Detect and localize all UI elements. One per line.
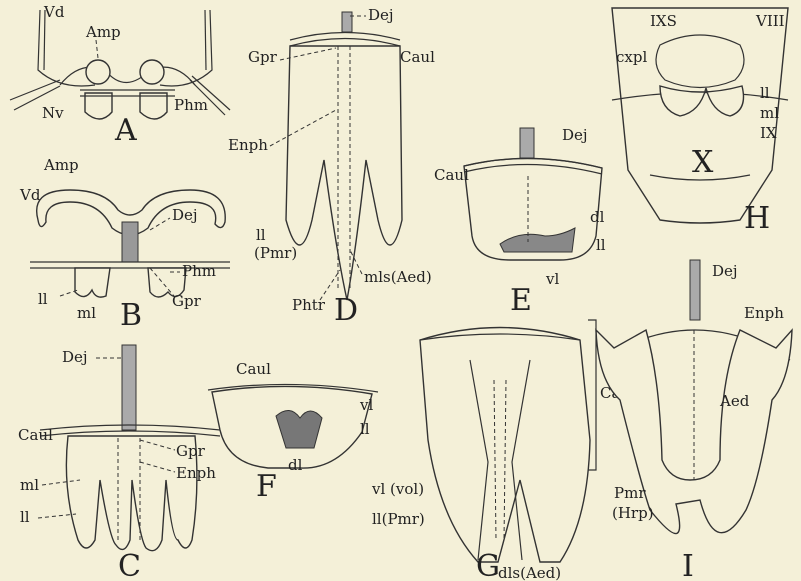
- panel-d-label-gpr: Gpr: [248, 48, 278, 66]
- panel-f-label-dl: dl: [288, 456, 303, 474]
- panel-c-label-ll: ll: [20, 508, 30, 526]
- panel-d-label-ll: ll: [256, 226, 266, 244]
- panel-b-letter: B: [120, 298, 142, 333]
- panel-f-label-ll: ll: [360, 420, 370, 438]
- panel-i-label-pmr: Pmr: [614, 484, 646, 502]
- panel-a-label-nv: Nv: [42, 104, 64, 122]
- panel-d-label-dej: Dej: [368, 6, 394, 24]
- panel-f-letter: F: [256, 469, 277, 504]
- panel-f-label-vl: vl: [359, 396, 373, 414]
- panel-g-label-vl: vl (vol): [371, 480, 424, 498]
- panel-c-label-enph: Enph: [176, 464, 216, 482]
- panel-c-label-ml: ml: [20, 476, 39, 494]
- panel-d-letter: D: [334, 293, 358, 328]
- panel-a-label-amp: Amp: [85, 23, 121, 41]
- panel-d: Dej Gpr Caul Enph ll (Pmr) Phtr mls(Aed)…: [228, 6, 435, 328]
- panel-h-label-x: X: [692, 145, 714, 180]
- panel-d-label-mls: mls(Aed): [364, 268, 432, 286]
- panel-a: Vd Amp Nv Phm A: [10, 3, 230, 148]
- panel-b-label-ml: ml: [77, 304, 96, 322]
- panel-g-label-ll: ll(Pmr): [372, 510, 425, 528]
- panel-e-label-dej: Dej: [562, 126, 588, 144]
- panel-d-label-enph: Enph: [228, 136, 268, 154]
- panel-c-label-gpr: Gpr: [176, 442, 206, 460]
- panel-i-label-hrp: (Hrp): [612, 504, 654, 522]
- panel-f: Caul vl ll dl F: [208, 360, 378, 504]
- panel-b-label-ll: ll: [38, 290, 48, 308]
- panel-a-label-phm: Phm: [174, 96, 208, 114]
- panel-i-letter: I: [682, 549, 694, 581]
- panel-c: Dej Caul Gpr Enph ml ll C: [18, 345, 220, 581]
- panel-e-label-caul: Caul: [434, 166, 469, 184]
- panel-b: Amp Vd Dej Phm ll ml Gpr B: [19, 156, 230, 333]
- panel-h-label-ml: ml: [760, 104, 779, 122]
- panel-b-label-amp: Amp: [43, 156, 79, 174]
- panel-c-label-dej: Dej: [62, 348, 88, 366]
- panel-b-label-vd: Vd: [19, 186, 41, 204]
- panel-b-label-gpr: Gpr: [172, 292, 202, 310]
- panel-a-letter: A: [114, 113, 137, 148]
- panel-i: Dej Enph Aed Pmr (Hrp) I: [596, 260, 792, 581]
- panel-h-label-cxpl: cxpl: [616, 48, 647, 66]
- panel-a-label-vd: Vd: [43, 3, 65, 21]
- panel-i-label-dej: Dej: [712, 262, 738, 280]
- panel-h-label-ix: IX: [760, 124, 777, 142]
- panel-h-label-viii: VIII: [755, 12, 785, 30]
- panel-e-label-vl: vl: [545, 270, 559, 288]
- panel-d-label-pmr: (Pmr): [254, 244, 297, 262]
- panel-i-label-enph: Enph: [744, 304, 784, 322]
- panel-h: IXS VIII cxpl ll ml IX X H: [612, 8, 788, 236]
- panel-e-label-ll: ll: [596, 236, 606, 254]
- panel-g: Caul vl (vol) ll(Pmr) dls(Aed) G: [371, 320, 635, 581]
- panel-g-letter: G: [476, 549, 500, 581]
- panel-e-label-dl: dl: [590, 208, 605, 226]
- panel-f-label-caul: Caul: [236, 360, 271, 378]
- panel-h-label-ll: ll: [760, 84, 770, 102]
- panel-d-label-caul: Caul: [400, 48, 435, 66]
- panel-e: Dej Caul dl ll vl E: [434, 126, 606, 318]
- panel-h-letter: H: [744, 201, 770, 236]
- panel-c-letter: C: [118, 549, 141, 581]
- panel-b-label-phm: Phm: [182, 262, 216, 280]
- panel-e-letter: E: [510, 283, 532, 318]
- panel-g-label-dls: dls(Aed): [498, 564, 561, 581]
- panel-b-label-dej: Dej: [172, 206, 198, 224]
- panel-i-label-aed: Aed: [719, 392, 750, 410]
- panel-c-label-caul: Caul: [18, 426, 53, 444]
- panel-h-label-ixs: IXS: [650, 12, 677, 30]
